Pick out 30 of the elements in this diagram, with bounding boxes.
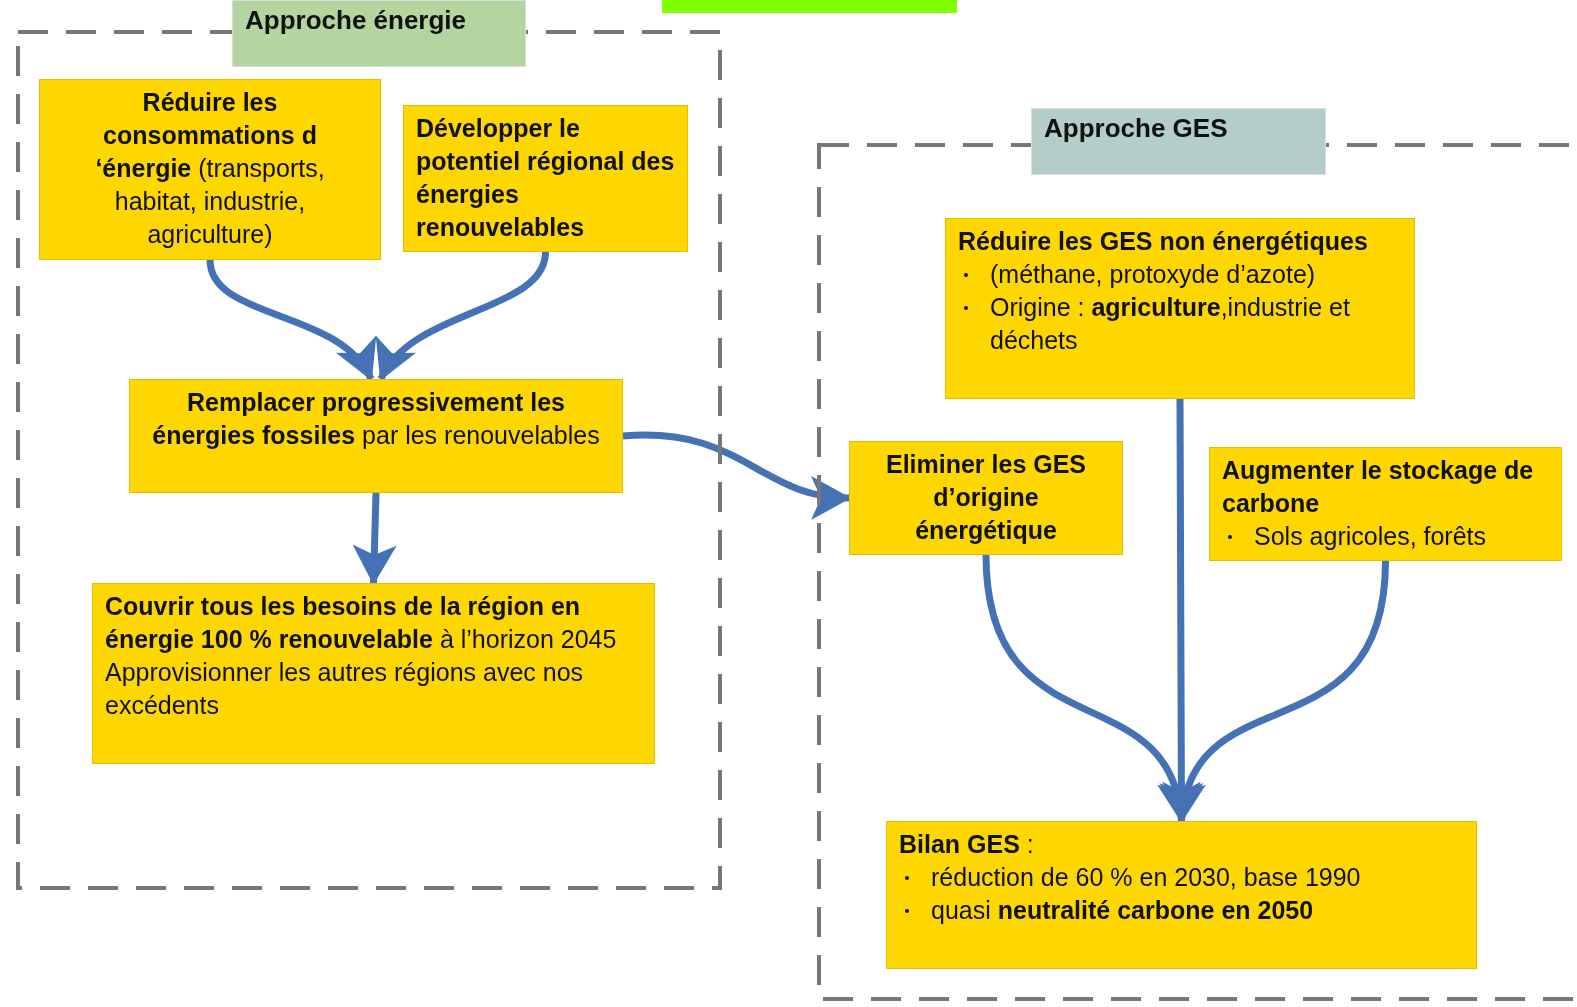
process-box — [129, 379, 623, 493]
box-title: Eliminer les GES d’origine énergétique — [884, 449, 1088, 546]
process-box — [886, 821, 1477, 969]
box-title: Réduire les consommations d ‘énergie (transports, habitat, industrie, agriculture) — [94, 87, 326, 250]
process-box — [849, 441, 1123, 555]
bullet-item: réduction de 60 % en 2030, base 1990 — [899, 861, 1464, 894]
arrow — [622, 431, 851, 518]
box-title: Couvrir tous les besoins de la région en énergie 100 % renouvelable à l’horizon 2045 — [105, 591, 618, 655]
process-box — [39, 79, 381, 260]
process-box — [92, 583, 655, 764]
arrow — [206, 259, 375, 381]
group-heading: Approche GES — [1031, 108, 1326, 175]
box-title: Remplacer progressivement les énergies fossiles par les renouvelables — [151, 387, 601, 451]
arrow — [352, 492, 397, 585]
box-text: Approvisionner les autres régions avec nos excédents — [105, 657, 585, 721]
box-title: Réduire les GES non énergétiques — [958, 226, 1369, 257]
box-title: Développer le potentiel régional des énergies renouvelables — [416, 113, 675, 243]
dashed-group-frame — [16, 0, 722, 890]
bullet-item: Sols agricoles, forêts — [1222, 520, 1549, 553]
bullet-item: quasi neutralité carbone en 2050 — [899, 894, 1464, 927]
process-box — [945, 218, 1415, 399]
group-heading: Approche énergie — [232, 0, 526, 67]
process-box — [403, 105, 688, 252]
box-title: Bilan GES : — [899, 829, 1035, 860]
box-title: Augmenter le stockage de carbone — [1222, 455, 1535, 519]
bullet-item: Origine : agriculture,industrie et déchets — [958, 291, 1402, 357]
arrow — [377, 251, 549, 381]
process-box — [1209, 447, 1562, 561]
bullet-item: (méthane, protoxyde d’azote) — [958, 258, 1402, 291]
color-bar — [662, 0, 957, 13]
